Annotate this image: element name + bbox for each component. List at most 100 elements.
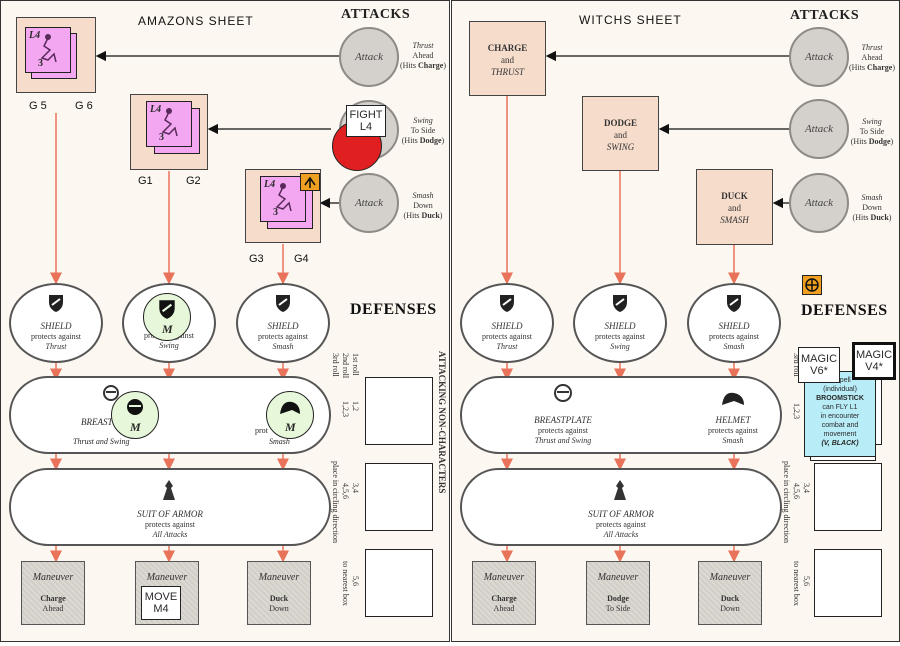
broomstick-spell-card[interactable]: e Spell (individual) BROOMSTICK can FLY …: [804, 371, 876, 457]
magic-chit-v6[interactable]: MAGIC V6*: [798, 347, 840, 383]
suit-of-armor-icon: [614, 480, 626, 500]
spell-line: combat and: [821, 422, 859, 429]
defense-text: protects against: [596, 520, 646, 529]
maneuver-heading: Maneuver: [146, 572, 188, 583]
attack-swing-circle[interactable]: Attack: [789, 99, 849, 159]
defenses-heading: DEFENSES: [350, 301, 437, 318]
box-title: DUCK: [721, 191, 748, 201]
sheet-title: AMAZONS SHEET: [138, 14, 254, 28]
orange-marker-icon[interactable]: [300, 173, 320, 191]
counter-number: 3: [273, 207, 278, 218]
amazon-counter[interactable]: L4 3: [25, 27, 71, 73]
non-character-box-3[interactable]: [365, 549, 433, 617]
chit-letter: M: [285, 420, 296, 434]
attack-direction: To Side: [859, 127, 885, 136]
non-character-box-2[interactable]: [814, 463, 882, 531]
attack-hits: Dodge: [868, 137, 891, 146]
spell-name: BROOMSTICK: [816, 395, 864, 402]
attack-swing-text: Swing To Side (Hits Dodge): [401, 116, 445, 145]
attack-direction: To Side: [410, 126, 436, 135]
shield-smash-text: SHIELD protects against Smash: [236, 321, 330, 352]
spell-line: e Spell: [829, 377, 851, 384]
amazon-counter[interactable]: L4 3: [260, 176, 306, 222]
maneuver-heading: Maneuver: [597, 572, 639, 583]
attack-thrust-text: Thrust Ahead (Hits Charge): [849, 43, 895, 72]
green-helmet-chit[interactable]: M: [266, 391, 314, 439]
green-shield-chit[interactable]: M: [143, 293, 191, 341]
defenses-heading: DEFENSES: [801, 302, 888, 319]
range-label: 1,2,3: [792, 403, 801, 419]
suit-of-armor-text: SUIT OF ARMOR protects against All Attac…: [574, 509, 668, 540]
shield-icon: [727, 295, 741, 312]
attack-smash-circle[interactable]: Attack: [789, 173, 849, 233]
defense-name: BREASTPLATE: [534, 415, 592, 425]
maneuver-direction: Down: [720, 604, 740, 613]
chit-letter: M: [162, 322, 173, 336]
chit-line: L4: [359, 121, 373, 133]
magic-chit-v4[interactable]: MAGIC V4*: [852, 342, 896, 380]
non-character-box-2[interactable]: [365, 463, 433, 531]
maneuver-action: Duck: [720, 594, 740, 603]
maneuver-action: Duck: [269, 594, 289, 603]
counter-label: L4: [150, 104, 162, 115]
breastplate-helmet-oval[interactable]: [460, 376, 782, 454]
suit-of-armor-oval[interactable]: [9, 468, 331, 546]
defense-vs: Swing: [610, 342, 630, 351]
suit-of-armor-oval[interactable]: [460, 468, 782, 546]
attack-thrust-circle[interactable]: Attack: [339, 27, 399, 87]
fight-chit[interactable]: FIGHT L4: [346, 105, 386, 137]
range-label: 1,2,3: [341, 401, 350, 417]
attack-direction: Ahead: [861, 53, 883, 62]
counter-label: L4: [264, 179, 276, 190]
defense-vs: All Attacks: [152, 530, 188, 539]
breastplate-icon: [127, 399, 143, 415]
roll-label: 1st roll: [351, 353, 360, 376]
amazon-counter[interactable]: L4 3: [146, 101, 192, 147]
attack-hits: Dodge: [419, 136, 442, 145]
defense-text: protects against: [708, 426, 758, 435]
defense-name: SHIELD: [604, 321, 636, 331]
attack-thrust-circle[interactable]: Attack: [789, 27, 849, 87]
shield-icon: [500, 295, 514, 312]
orange-marker-icon[interactable]: [802, 275, 822, 295]
shield-smash-text: SHIELD protects against Smash: [687, 321, 781, 352]
maneuver-heading: Maneuver: [709, 572, 751, 583]
side-note: place in circling direction: [331, 461, 340, 543]
defense-text: protects against: [538, 426, 588, 435]
helmet-vs: Smash: [269, 437, 290, 446]
maneuver-heading: Maneuver: [32, 572, 74, 583]
green-breastplate-chit[interactable]: M: [111, 391, 159, 439]
move-chit[interactable]: MOVE M4: [141, 586, 181, 620]
breastplate-helmet-oval[interactable]: [9, 376, 331, 454]
maneuver-action: Charge: [491, 594, 517, 603]
defense-name: SUIT OF ARMOR: [137, 509, 203, 519]
non-character-box-1[interactable]: [365, 377, 433, 445]
attack-thrust-text: Thrust Ahead (Hits Charge): [400, 41, 446, 70]
non-character-box-3[interactable]: [814, 549, 882, 617]
left-connector-lines: [50, 50, 339, 563]
defense-text: protects against: [482, 332, 532, 341]
defense-text: protects against: [31, 332, 81, 341]
shield-icon: [613, 295, 627, 312]
range-label: 4,5,6: [341, 483, 350, 499]
attack-smash-circle[interactable]: Attack: [339, 173, 399, 233]
witchs-sheet: WITCHS SHEET ATTACKS Attack Thrust Ahead…: [451, 0, 900, 642]
box-attack: SWING: [606, 142, 635, 152]
attack-smash-text: Smash Down (Hits Duck): [852, 193, 892, 222]
defense-vs: Thrust: [45, 342, 67, 351]
chit-line: V6*: [810, 365, 828, 377]
maneuver-direction: Down: [269, 604, 289, 613]
attacks-heading: ATTACKS: [790, 8, 860, 23]
group-label: G2: [186, 175, 201, 187]
roll-label: 3rd roll: [792, 353, 801, 377]
